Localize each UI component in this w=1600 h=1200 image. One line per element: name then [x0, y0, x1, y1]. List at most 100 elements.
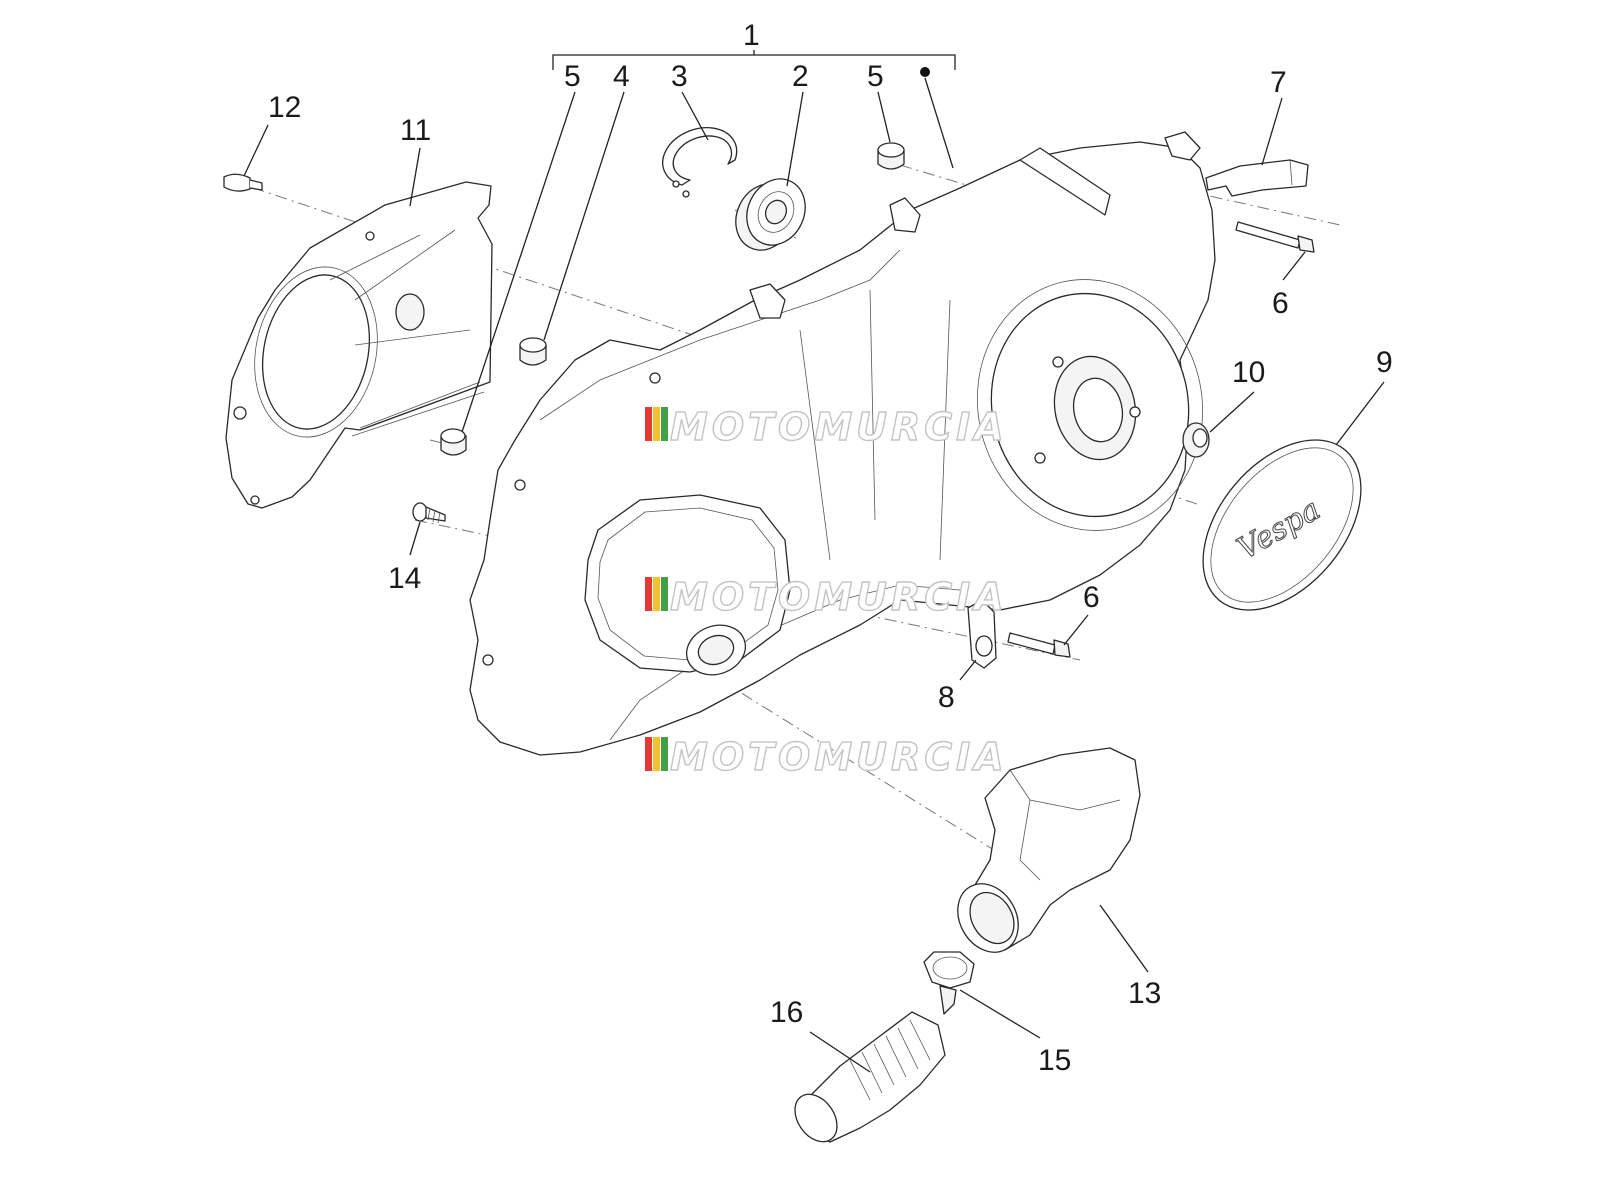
watermark-middle: MOTOMURCIA: [645, 574, 1008, 620]
plate-ribs: [329, 229, 471, 346]
callout-labels: 1 2 3 4 5 5 6 6 7 8 9 10 11 12 13 14 15 …: [268, 19, 1393, 1077]
part-2-bearing: [735, 178, 806, 251]
cover-hole-5: [482, 654, 494, 666]
bushings: [440, 142, 905, 456]
hose-corrugations: [849, 1019, 931, 1101]
callout-3: 3: [671, 60, 688, 93]
bearing-bore: [764, 199, 788, 225]
bracket-7-body: [1205, 159, 1309, 197]
part-16-bellows-hose: [794, 1011, 946, 1143]
callout-8: 8: [938, 681, 955, 714]
bullet-marker: [920, 67, 930, 77]
bracket-7-bend: [1289, 159, 1293, 186]
callout-2: 2: [792, 60, 809, 93]
leader-3: [681, 91, 709, 141]
plate-hole-3: [250, 495, 260, 505]
part-14-tapping-screw: [412, 502, 446, 524]
part-8-tab-washer: [967, 599, 997, 669]
clamp-inner: [932, 956, 968, 980]
leader-15: [959, 989, 1041, 1039]
circlip-eye-1: [672, 180, 680, 188]
watermark-bottom: MOTOMURCIA: [645, 734, 1008, 780]
screw-12-head: [223, 173, 251, 192]
callout-16: 16: [770, 996, 803, 1029]
logo-cover-disc: [1202, 439, 1362, 611]
watermark-text: MOTOMURCIA: [670, 735, 1008, 779]
part-10-washer: [1182, 422, 1210, 458]
watermark-flag-yellow: [653, 407, 660, 441]
part-6-bolts: [1007, 221, 1315, 658]
leader-5a: [461, 91, 576, 433]
circlip-eye-2: [682, 190, 690, 198]
leader-6b: [1063, 614, 1089, 646]
watermark-top: MOTOMURCIA: [645, 404, 1004, 450]
cover-top-rib: [1019, 147, 1111, 216]
cover-intake-port-inner: [697, 634, 735, 666]
bushing-5-upper-top: [877, 142, 905, 158]
leader-14: [409, 521, 421, 556]
leader-10: [1209, 391, 1255, 433]
cover-intake-opening: [584, 494, 791, 673]
circlip-ring: [662, 127, 738, 186]
callout-6-lower: 6: [1083, 581, 1100, 614]
part-7-bracket: [1205, 159, 1309, 197]
callout-1: 1: [743, 19, 760, 52]
callout-10: 10: [1232, 356, 1265, 389]
bushing-5-lower-top: [440, 428, 466, 444]
watermark-flag-yellow: [653, 577, 660, 611]
cover-lug-top: [1164, 131, 1201, 161]
part-15-hose-clamp: [923, 951, 975, 1015]
plate-boss: [395, 293, 425, 331]
cover-hole-1: [1052, 356, 1064, 368]
plate-round-opening: [261, 274, 371, 430]
part-13-intake-duct: [957, 747, 1141, 953]
duct-body: [969, 747, 1141, 951]
part-11-inner-plate: [225, 181, 493, 509]
leader-bullet: [924, 77, 954, 169]
leader-16: [809, 1031, 871, 1073]
plate-hole-1: [233, 406, 247, 420]
cover-lug-mid: [889, 197, 921, 233]
screw-12-shank: [249, 179, 263, 191]
plate-flange-lines: [351, 381, 485, 437]
tab-washer-hole: [975, 635, 993, 657]
hose-end: [794, 1093, 838, 1143]
part-9-logo-cover: Vespa: [1202, 439, 1362, 611]
part-12-screw: [223, 173, 263, 192]
leader-5b: [877, 91, 891, 143]
watermark-flag-red: [645, 737, 652, 771]
callout-7: 7: [1270, 66, 1287, 99]
plate-opening-rim: [254, 266, 378, 438]
bolt-6-upper-shank: [1235, 221, 1301, 249]
callout-5-left: 5: [564, 60, 581, 93]
bolt-6-upper-head: [1297, 235, 1315, 253]
leader-13: [1099, 904, 1149, 973]
callout-9: 9: [1376, 346, 1393, 379]
duct-contours: [1009, 769, 1121, 881]
bearing-race: [757, 191, 795, 233]
axis-line-5: [899, 164, 1201, 256]
watermark-text: MOTOMURCIA: [670, 575, 1008, 619]
callout-4: 4: [613, 60, 630, 93]
callout-12: 12: [268, 91, 301, 124]
watermark-flag-green: [661, 737, 668, 771]
screw-14-shank: [425, 506, 446, 522]
leader-11: [409, 147, 421, 207]
leader-9: [1335, 381, 1385, 446]
cover-intake-rim: [597, 507, 779, 661]
watermark-flag-red: [645, 407, 652, 441]
screw-14-head: [412, 502, 428, 522]
cover-hub-hole: [1072, 377, 1124, 443]
callout-5-right: 5: [867, 60, 884, 93]
callout-6-upper: 6: [1272, 287, 1289, 320]
watermark-flag-yellow: [653, 737, 660, 771]
leader-4: [543, 91, 625, 341]
cover-hole-4: [514, 479, 526, 491]
watermark-flag-green: [661, 407, 668, 441]
logo-cover-rim: [1210, 447, 1354, 603]
cover-lug-left: [749, 283, 786, 319]
callout-11: 11: [400, 114, 431, 147]
leader-8: [959, 659, 977, 681]
